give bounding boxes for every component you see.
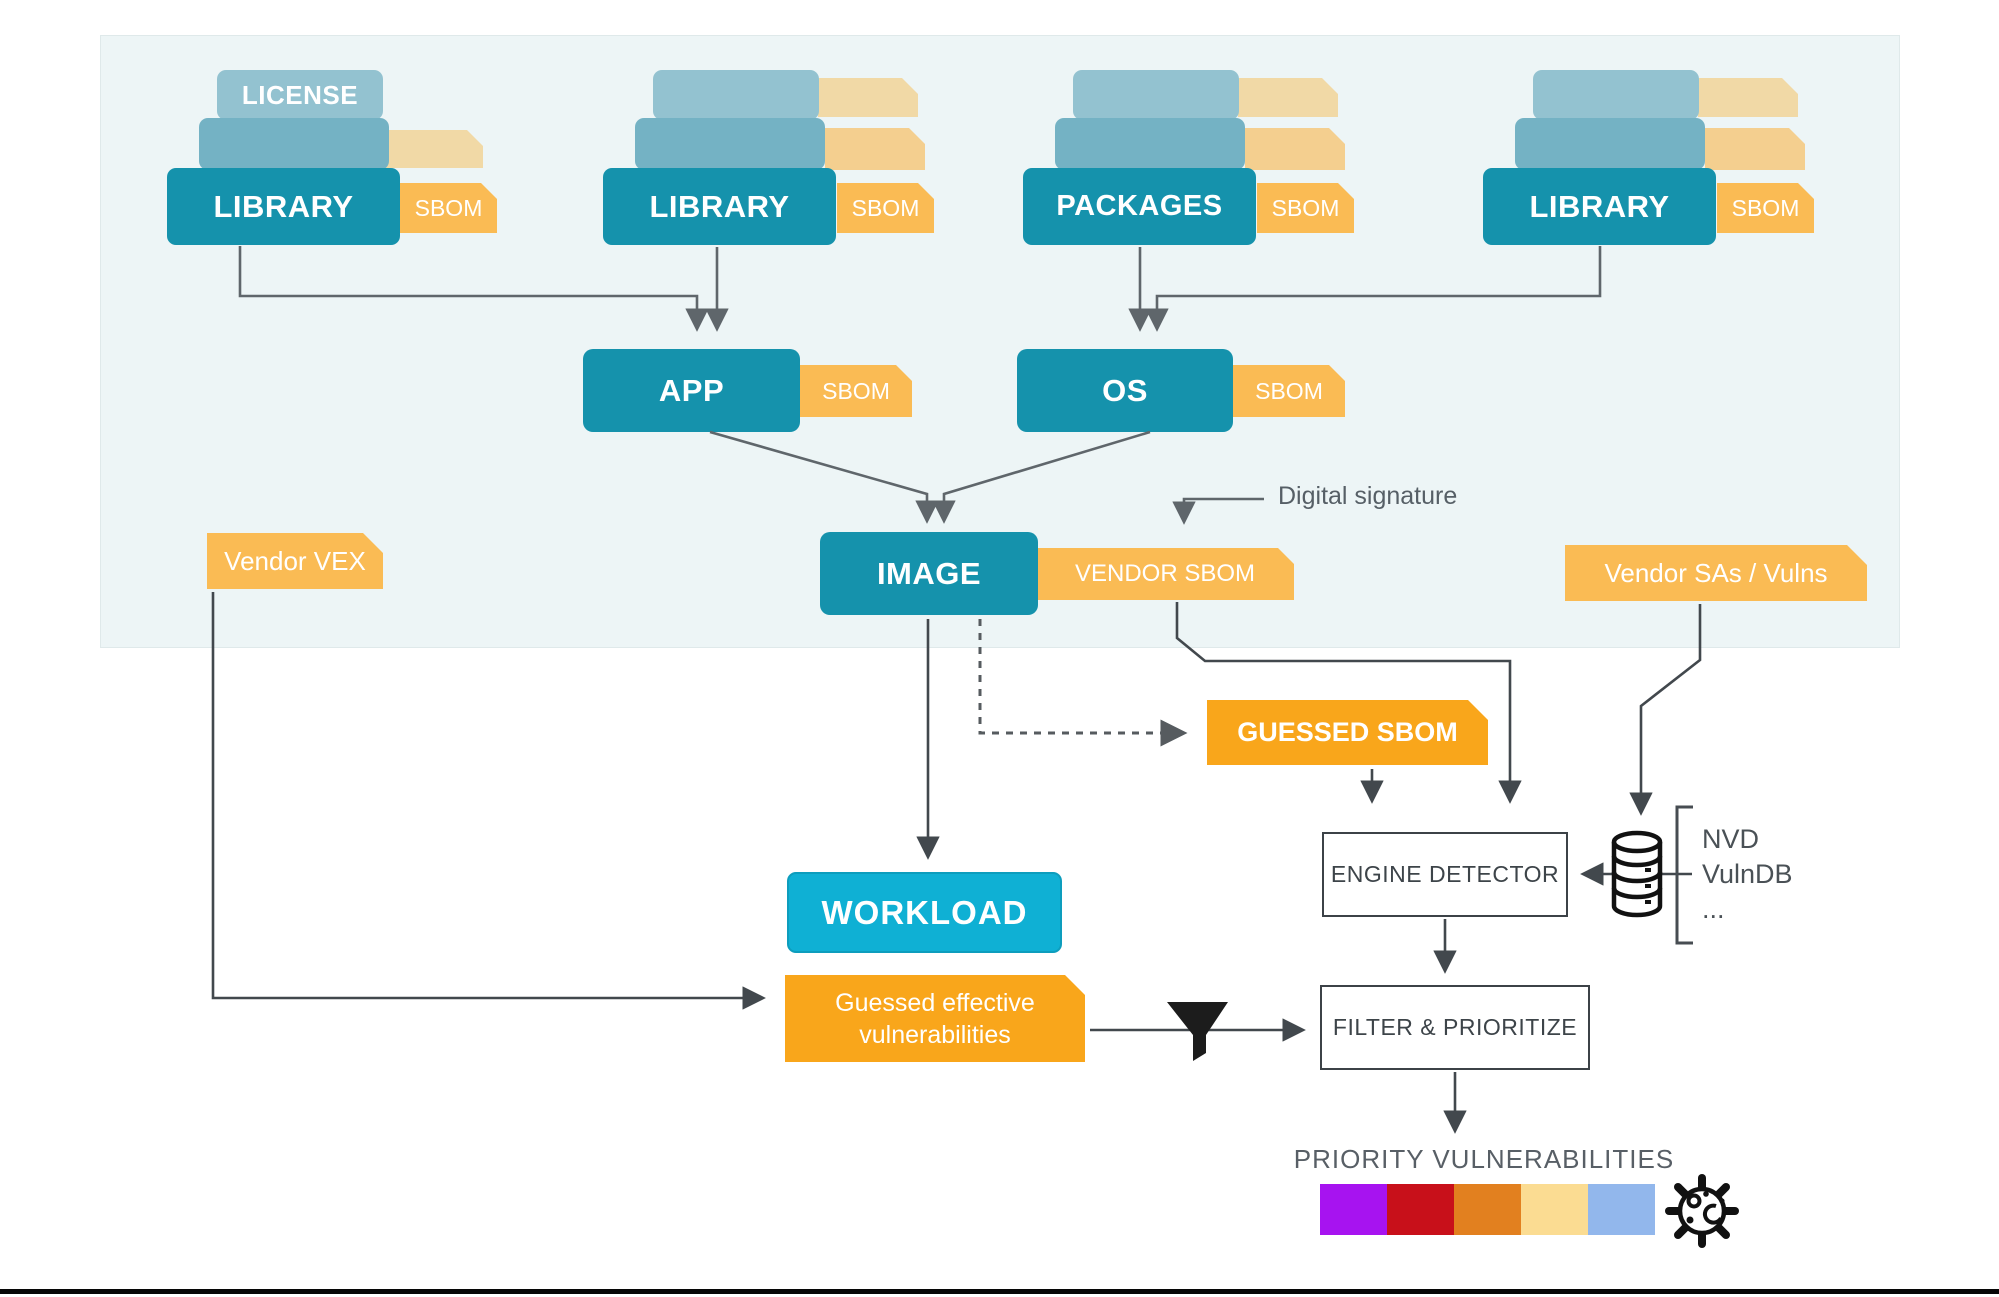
image-node: IMAGE (820, 532, 1038, 615)
stack-packages: PACKAGES SBOM (1023, 70, 1383, 270)
db-source-vulndb: VulnDB (1702, 859, 1793, 889)
os-label: OS (1102, 372, 1148, 408)
db-source-nvd: NVD (1702, 824, 1760, 854)
sbom-ghost-tag (1238, 78, 1338, 117)
virus-icon (1665, 1174, 1739, 1248)
sbom-ghost-tag (818, 78, 918, 117)
bottom-divider (0, 1289, 1999, 1294)
guessed-effective-line2: vulnerabilities (859, 1020, 1011, 1049)
library-label: LIBRARY (213, 188, 354, 224)
sbom-ghost-tag (1698, 78, 1798, 117)
sbom-ghost-tag (825, 128, 925, 170)
guessed-effective-box: Guessed effective vulnerabilities (785, 975, 1085, 1062)
app-sbom-tag: SBOM (800, 365, 912, 417)
os-node: OS (1017, 349, 1233, 432)
stack-layer (635, 118, 825, 170)
arrow-vendorvex-guessedeff (211, 592, 766, 1010)
os-sbom-tag: SBOM (1233, 365, 1345, 417)
guessed-sbom-box: GUESSED SBOM (1207, 700, 1488, 765)
vendor-vex-tag: Vendor VEX (207, 533, 383, 589)
sbom-tag-label: SBOM (1271, 194, 1340, 221)
guessed-sbom-label: GUESSED SBOM (1237, 717, 1458, 747)
filter-prioritize-box: FILTER & PRIORITIZE (1320, 985, 1590, 1070)
sbom-ghost-tag (385, 130, 483, 168)
vuln-db-sources: NVD VulnDB ... (1702, 822, 1793, 927)
sbom-tag: SBOM (1257, 183, 1354, 233)
sbom-tag-label: SBOM (822, 377, 890, 404)
stack-layer (1073, 70, 1239, 120)
license-box: LICENSE (217, 70, 383, 120)
vendor-sas-tag: Vendor SAs / Vulns (1565, 545, 1867, 601)
bracket-icon (1675, 805, 1693, 945)
library-box: LIBRARY (603, 168, 836, 245)
vendor-vex-label: Vendor VEX (224, 545, 366, 576)
app-label: APP (658, 372, 725, 408)
database-icon (1611, 830, 1663, 918)
priority-color-bar (1320, 1184, 1655, 1235)
vendor-sas-label: Vendor SAs / Vulns (1604, 557, 1828, 588)
priority-swatch-2 (1387, 1184, 1454, 1235)
sbom-ghost-tag (1245, 128, 1345, 170)
priority-swatch-5 (1588, 1184, 1655, 1235)
sbom-ghost-tag (1705, 128, 1805, 170)
stack-library-3: LIBRARY SBOM (1483, 70, 1843, 270)
priority-title: PRIORITY VULNERABILITIES (1293, 1144, 1675, 1174)
filter-prioritize-label: FILTER & PRIORITIZE (1332, 1014, 1578, 1040)
funnel-icon (1167, 1002, 1228, 1061)
vendor-sbom-tag: VENDOR SBOM (1036, 548, 1294, 600)
library-label: LIBRARY (1529, 188, 1670, 224)
stack-layer (199, 118, 389, 170)
library-label: LIBRARY (649, 188, 790, 224)
packages-box: PACKAGES (1023, 168, 1256, 245)
app-node: APP (583, 349, 800, 432)
sbom-tag-label: SBOM (1255, 377, 1323, 404)
engine-detector-box: ENGINE DETECTOR (1322, 832, 1568, 917)
stack-library-2: LIBRARY SBOM (603, 70, 963, 270)
stack-layer (1055, 118, 1245, 170)
sbom-tag-label: SBOM (414, 194, 483, 221)
stack-layer (1515, 118, 1705, 170)
priority-swatch-3 (1454, 1184, 1521, 1235)
engine-detector-label: ENGINE DETECTOR (1330, 861, 1560, 887)
guessed-effective-line1: Guessed effective (835, 988, 1035, 1017)
packages-label: PACKAGES (1056, 190, 1223, 222)
vendor-sbom-label: VENDOR SBOM (1074, 560, 1256, 587)
stack-layer (653, 70, 819, 120)
sbom-tag: SBOM (400, 183, 497, 233)
license-label: LICENSE (241, 79, 359, 110)
image-label: IMAGE (876, 555, 982, 591)
priority-swatch-4 (1521, 1184, 1588, 1235)
sbom-tag: SBOM (837, 183, 934, 233)
library-box: LIBRARY (1483, 168, 1716, 245)
stack-layer (1533, 70, 1699, 120)
workload-node: WORKLOAD (787, 872, 1062, 953)
sbom-tag-label: SBOM (851, 194, 920, 221)
stack-library-1: LICENSE LIBRARY SBOM (167, 70, 527, 270)
priority-swatch-1 (1320, 1184, 1387, 1235)
sbom-tag-label: SBOM (1731, 194, 1800, 221)
db-source-more: ... (1702, 894, 1725, 924)
library-box: LIBRARY (167, 168, 400, 245)
workload-label: WORKLOAD (821, 893, 1028, 931)
digital-signature-label: Digital signature (1278, 482, 1458, 510)
sbom-tag: SBOM (1717, 183, 1814, 233)
